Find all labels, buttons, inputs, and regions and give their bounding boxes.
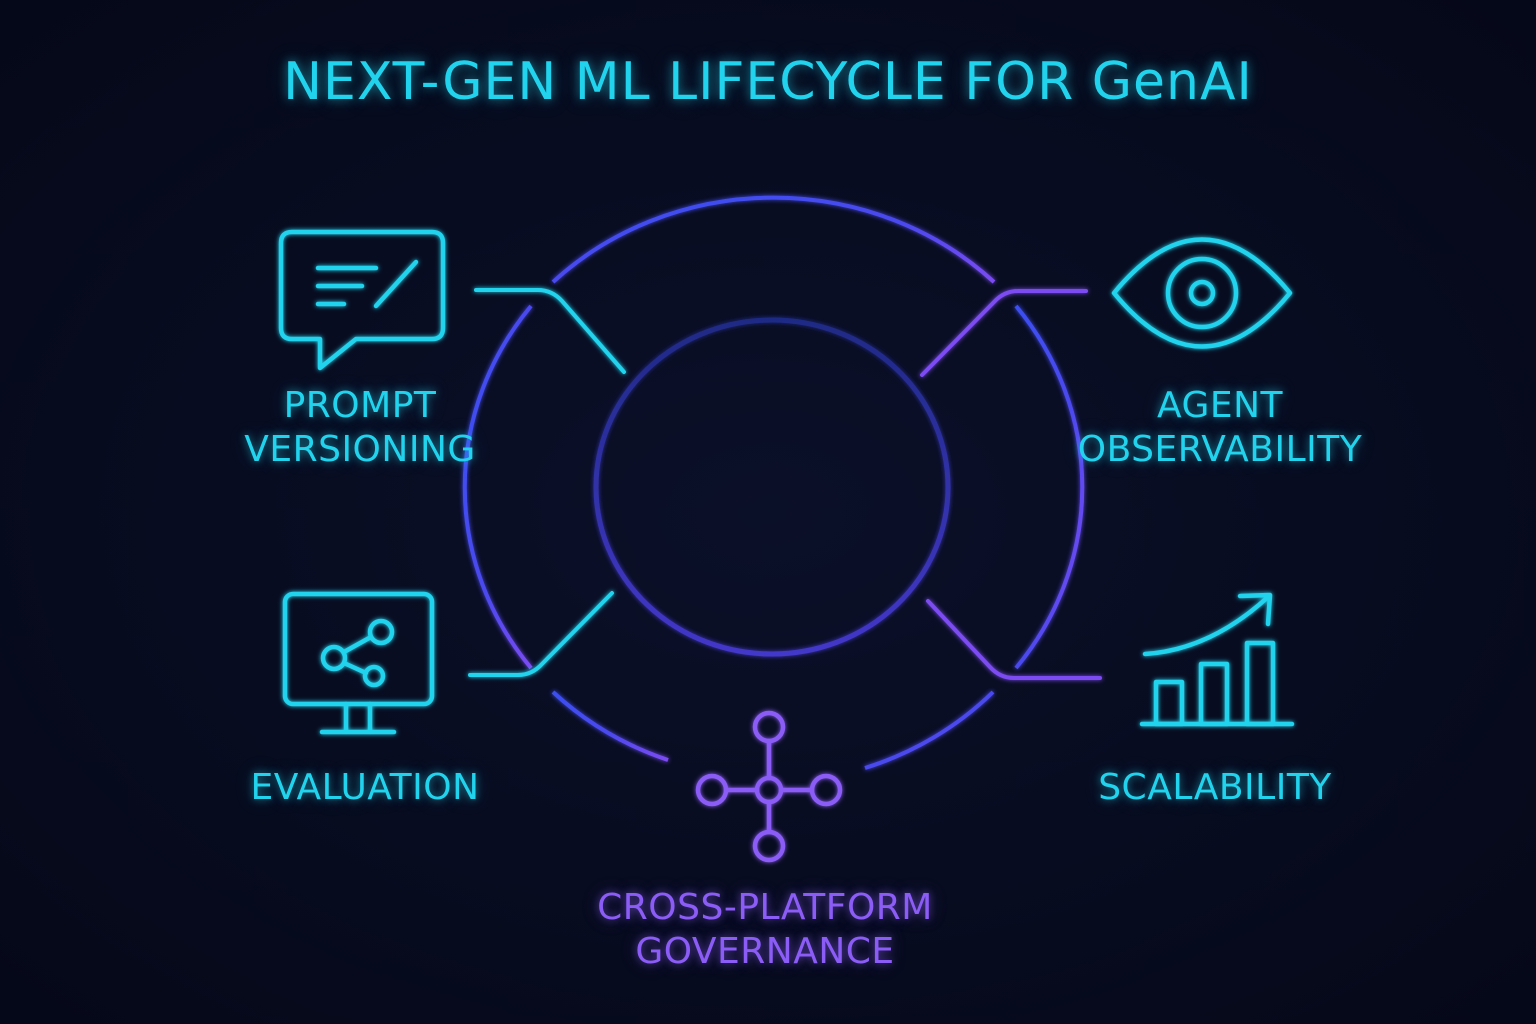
eye-icon — [1111, 237, 1293, 349]
connector-agent — [920, 289, 1088, 377]
outer-ring-left-arc — [462, 304, 533, 670]
label-prompt-versioning: PROMPT VERSIONING — [220, 384, 500, 472]
outer-ring-top-arc — [551, 195, 996, 284]
label-line: VERSIONING — [244, 429, 476, 470]
outer-ring-right-arc — [1014, 304, 1085, 670]
chat-bubble-pen-icon — [278, 229, 446, 371]
label-cross-platform-governance: CROSS-PLATFORM GOVERNANCE — [540, 886, 990, 974]
outer-ring — [462, 195, 1085, 770]
label-line: PROMPT — [283, 385, 437, 426]
connector-eval — [468, 591, 614, 677]
monitor-share-icon — [282, 591, 435, 735]
diagram-title: NEXT-GEN ML LIFECYCLE FOR GenAI — [283, 52, 1253, 112]
outer-ring-bottom-left-arc — [551, 690, 669, 762]
inner-ring — [593, 317, 951, 657]
label-scalability: SCALABILITY — [1070, 766, 1360, 810]
network-hub-icon — [695, 710, 843, 863]
label-line: SCALABILITY — [1098, 767, 1332, 808]
label-agent-observability: AGENT OBSERVABILITY — [1060, 384, 1380, 472]
connector-prompt — [474, 288, 626, 374]
label-line: AGENT — [1156, 385, 1284, 426]
label-line: CROSS-PLATFORM — [597, 887, 933, 928]
label-line: OBSERVABILITY — [1077, 429, 1363, 470]
label-line: EVALUATION — [250, 767, 480, 808]
bar-chart-trend-icon — [1139, 592, 1295, 727]
label-evaluation: EVALUATION — [220, 766, 510, 810]
outer-ring-bottom-arc — [864, 690, 995, 770]
connector-scale — [926, 599, 1102, 680]
label-line: GOVERNANCE — [635, 931, 895, 972]
